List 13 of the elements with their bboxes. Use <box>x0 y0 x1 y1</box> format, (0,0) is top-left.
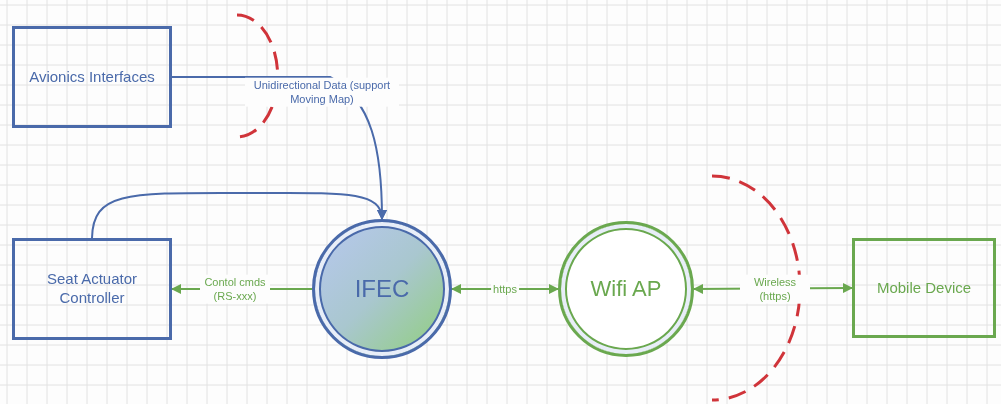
edge-label: Wireless (https) <box>740 274 810 304</box>
edge-label: Contol cmds (RS-xxx) <box>200 274 270 304</box>
process-box <box>12 238 172 340</box>
node-label: IFEC <box>354 274 410 304</box>
arrow <box>91 191 386 239</box>
node-label: Avionics Interfaces <box>29 67 155 87</box>
node-label: Wifi AP <box>590 275 662 303</box>
edge-label: Unidirectional Data (support Moving Map) <box>245 77 399 107</box>
process-box <box>852 238 996 338</box>
edge-label: https <box>491 281 519 297</box>
node-label: Seat Actuator Controller <box>45 270 139 308</box>
process-box <box>12 26 172 128</box>
node-label: Mobile Device <box>876 278 972 298</box>
